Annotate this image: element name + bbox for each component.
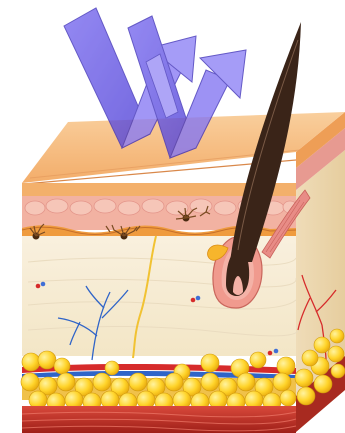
muscle-layer bbox=[22, 406, 296, 433]
